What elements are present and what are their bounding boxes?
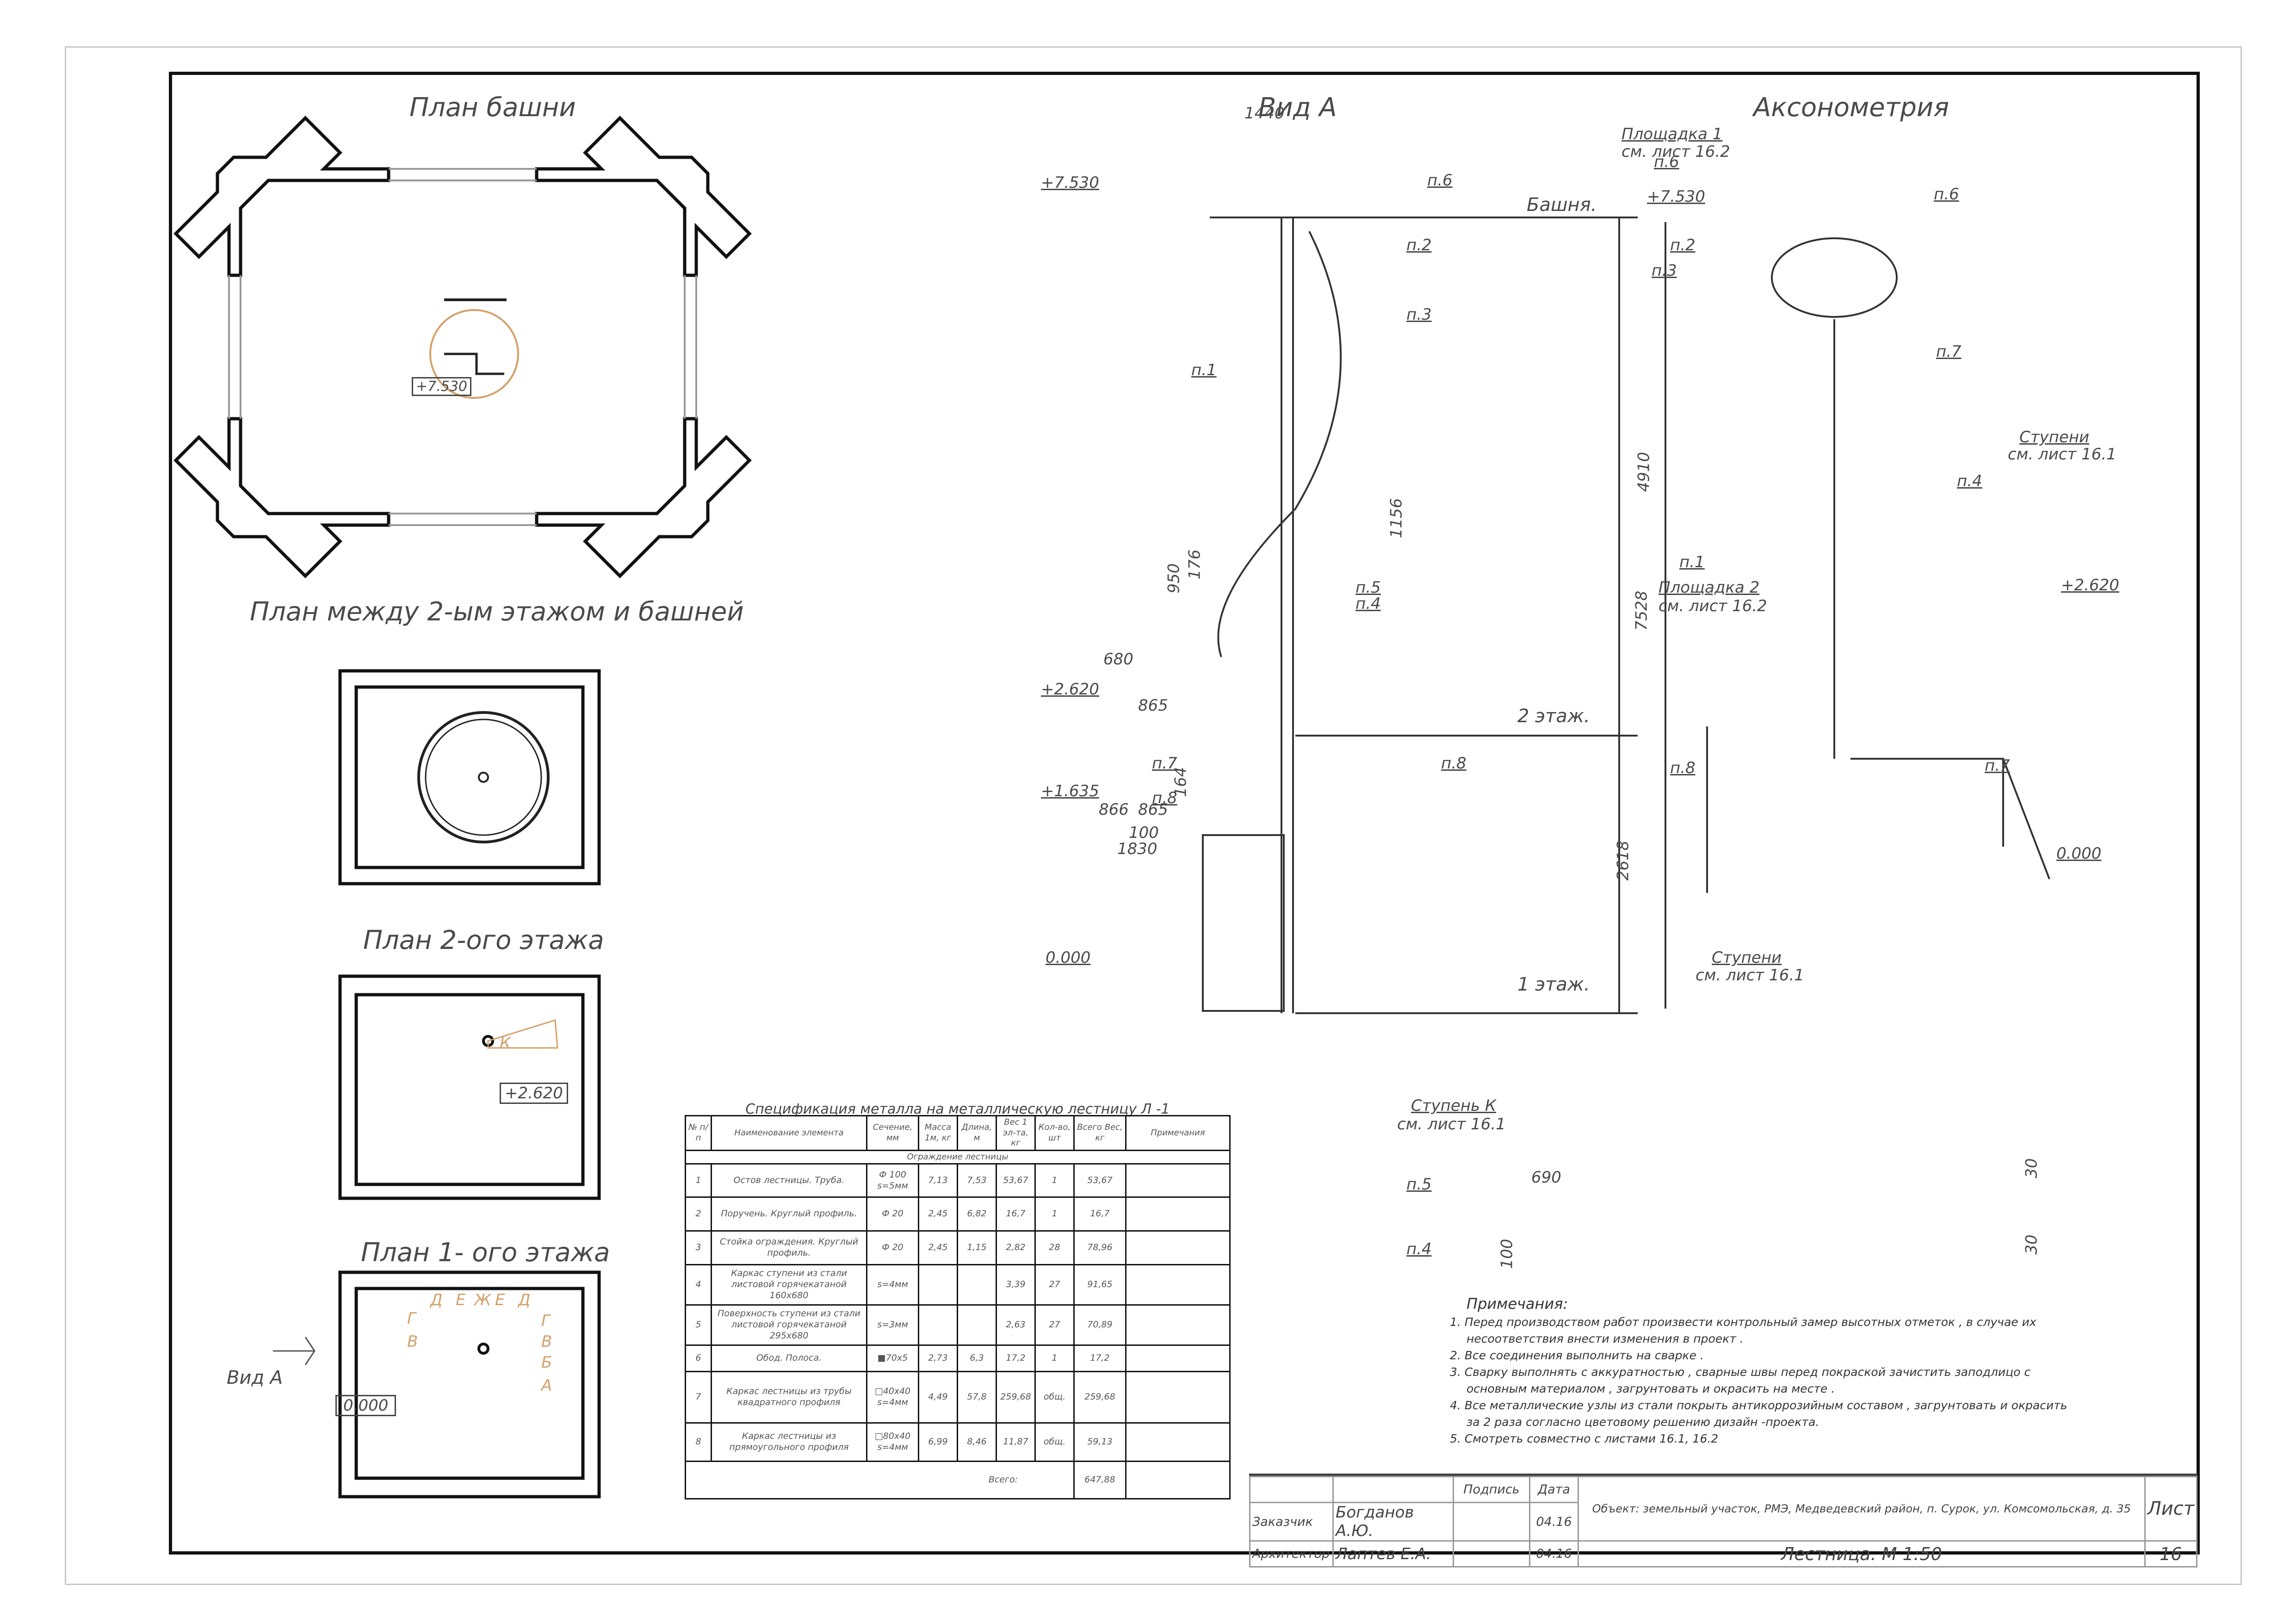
floor2-stair bbox=[482, 1019, 558, 1049]
customer-name: Богданов А.Ю. bbox=[1332, 1502, 1454, 1542]
architect-date: 04.16 bbox=[1529, 1540, 1579, 1567]
tower-corner-nw bbox=[173, 116, 390, 277]
spec-header-row: № п/п Наименование элемента Сечение, мм … bbox=[685, 1115, 1231, 1151]
spec-header: Всего Вес, кг bbox=[1073, 1115, 1126, 1151]
spec-header: Масса 1м, кг bbox=[918, 1115, 958, 1151]
role-architect: Архитектор bbox=[1249, 1540, 1334, 1567]
floor1-plan-title: План 1- ого этажа bbox=[361, 1238, 610, 1268]
spec-table: № п/п Наименование элемента Сечение, мм … bbox=[685, 1115, 1231, 1499]
customer-date: 04.16 bbox=[1529, 1502, 1579, 1542]
view-a-linework bbox=[1202, 217, 1638, 1014]
spec-header: Сечение, мм bbox=[866, 1115, 919, 1151]
spec-header: № п/п bbox=[685, 1115, 712, 1151]
note-item: 2. Все соединения выполнить на сварке . bbox=[1450, 1349, 1704, 1362]
tower-corner-ne bbox=[535, 116, 752, 277]
spec-header: Вес 1 эл-та, кг bbox=[996, 1115, 1036, 1151]
spec-group-row: Ограждение лестницы bbox=[685, 1149, 1231, 1165]
note-item: 4. Все металлические узлы из стали покры… bbox=[1450, 1399, 2067, 1429]
note-item: 3. Сварку выполнять с аккуратностью , св… bbox=[1450, 1365, 2031, 1395]
tower-corner-sw bbox=[173, 417, 390, 578]
date-header: Дата bbox=[1529, 1476, 1579, 1503]
axonometry-title: Аксонометрия bbox=[1753, 93, 1949, 123]
floor1-elevation-mark: 0.000 bbox=[335, 1395, 396, 1416]
tower-corner-se bbox=[535, 417, 752, 578]
drawing-title: Лестница. М 1:50 bbox=[1578, 1540, 2146, 1567]
notes-heading: Примечания: bbox=[1467, 1295, 1568, 1313]
floor2-plan-walls bbox=[338, 974, 601, 1200]
floor2-elevation-mark: +2.620 bbox=[500, 1083, 568, 1104]
spec-total-value: 647,88 bbox=[1073, 1461, 1126, 1499]
drawing-frame bbox=[169, 72, 2200, 1555]
tower-plan-title: План башни bbox=[409, 93, 576, 123]
tower-stair bbox=[429, 298, 519, 399]
notes: Примечания: 1. Перед производством работ… bbox=[1439, 1295, 2077, 1447]
between-plan-title: План между 2-ым этажом и башней bbox=[250, 597, 744, 627]
role-customer: Заказчик bbox=[1249, 1502, 1334, 1542]
view-a-arrow-label: Вид А bbox=[227, 1367, 283, 1388]
floor2-plan-title: План 2-ого этажа bbox=[363, 925, 604, 955]
paper-sheet bbox=[65, 46, 2242, 1585]
sheet-label: Лист bbox=[2144, 1476, 2198, 1542]
spec-header: Наименование элемента bbox=[711, 1115, 867, 1151]
tower-windows bbox=[228, 168, 697, 526]
spec-total-label: Всего: bbox=[685, 1461, 1074, 1499]
spec-header: Длина, м bbox=[957, 1115, 997, 1151]
note-item: 1. Перед производством работ произвести … bbox=[1450, 1315, 2036, 1345]
floor2-step-k-label: К bbox=[500, 1034, 511, 1053]
architect-name: Лаптев Е.А. bbox=[1332, 1540, 1454, 1567]
tower-plan-walls bbox=[173, 116, 752, 578]
note-item: 5. Смотреть совместно с листами 16.1, 16… bbox=[1450, 1432, 1719, 1445]
tower-elevation-mark: +7.530 bbox=[412, 377, 472, 396]
spec-caption: Спецификация металла на металлическую ле… bbox=[745, 1101, 1170, 1117]
sheet-number: 16 bbox=[2144, 1540, 2198, 1567]
axonometry-linework bbox=[1665, 222, 2050, 1009]
object-description: Объект: земельный участок, РМЭ, Медведев… bbox=[1578, 1476, 2146, 1542]
floor1-stair bbox=[273, 1337, 489, 1365]
spec-header: Примечания bbox=[1125, 1115, 1231, 1151]
floor1-plan-walls bbox=[338, 1270, 601, 1499]
spec-total-row: Всего: 647,88 bbox=[685, 1461, 1231, 1499]
view-a-title: Вид А bbox=[1258, 93, 1337, 123]
spec-header: Кол-во, шт bbox=[1034, 1115, 1075, 1151]
between-plan-walls bbox=[338, 669, 601, 886]
signature-header: Подпись bbox=[1453, 1476, 1530, 1503]
between-plan-stair bbox=[417, 711, 550, 843]
title-block: Подпись Дата Объект: земельный участок, … bbox=[1249, 1474, 2198, 1567]
